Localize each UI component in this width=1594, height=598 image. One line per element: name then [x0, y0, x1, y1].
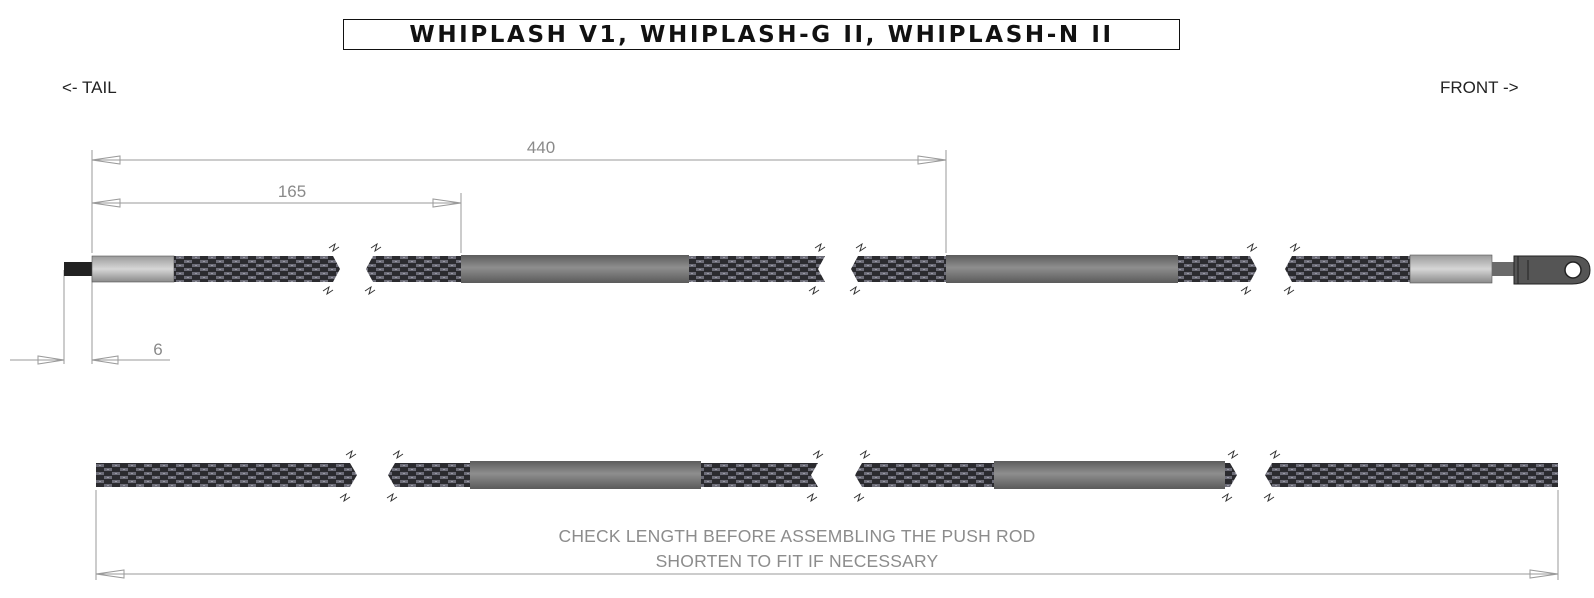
- cut-tube: [96, 449, 1558, 503]
- title-box: WHIPLASH V1, WHIPLASH-G II, WHIPLASH-N I…: [343, 19, 1180, 50]
- carbon-tube-segment: [96, 463, 357, 487]
- break-symbols: [339, 449, 1281, 503]
- tail-direction-label: <- TAIL: [62, 78, 117, 97]
- reinforcement-sleeve: [946, 255, 1178, 283]
- dimension-6: [10, 270, 170, 365]
- note-line-2: SHORTEN TO FIT IF NECESSARY: [655, 551, 939, 571]
- front-end-fitting: [1409, 254, 1493, 284]
- reinforcement-sleeve: [461, 255, 689, 283]
- carbon-tube-segment: [1265, 463, 1558, 487]
- overall-length-dimension: [95, 490, 1559, 580]
- dimension-440-label: 440: [527, 138, 555, 157]
- tail-end-fitting: [91, 255, 175, 283]
- dimension-440: [91, 150, 947, 253]
- drawing-title: WHIPLASH V1, WHIPLASH-G II, WHIPLASH-N I…: [409, 21, 1114, 48]
- carbon-tube-segment: [174, 256, 340, 282]
- assembled-pushrod: [64, 242, 1591, 296]
- clevis-hole: [1564, 261, 1582, 279]
- carbon-tube-segment: [1285, 256, 1410, 282]
- front-threaded-rod: [1492, 262, 1514, 276]
- reinforcement-sleeve: [470, 461, 701, 489]
- tail-stub: [64, 262, 92, 276]
- front-direction-label: FRONT ->: [1440, 78, 1519, 97]
- note-line-1: CHECK LENGTH BEFORE ASSEMBLING THE PUSH …: [558, 526, 1036, 546]
- dimension-165: [91, 193, 462, 253]
- break-symbols: [322, 242, 1301, 296]
- reinforcement-sleeve: [994, 461, 1225, 489]
- dimension-165-label: 165: [278, 182, 306, 201]
- dimension-6-label: 6: [153, 340, 162, 359]
